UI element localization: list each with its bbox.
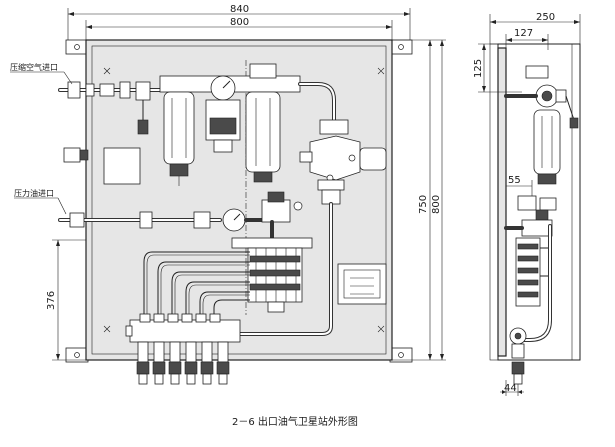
- dim-side-bottom-offset: 44: [504, 383, 517, 394]
- side-view: 250 127 125 55: [473, 12, 581, 396]
- air-inlet-label: 压缩空气进口: [10, 62, 58, 72]
- oil-inlet-label: 压力油进口: [14, 188, 54, 198]
- dim-front-height-outer: 800: [431, 195, 442, 214]
- dim-front-inner-width: 800: [230, 17, 249, 28]
- dim-side-inner-width: 127: [514, 28, 533, 39]
- front-view: 840 800: [46, 4, 446, 385]
- figure-caption: 2－6 出口油气卫星站外形图: [232, 415, 358, 428]
- dim-side-width: 250: [536, 12, 555, 23]
- dim-side-top-offset: 125: [473, 59, 484, 78]
- dim-side-mid-offset: 55: [508, 175, 521, 186]
- dim-front-lower-offset: 376: [46, 291, 57, 310]
- dim-front-height-inner: 750: [418, 195, 429, 214]
- dim-front-outer-width: 840: [230, 4, 249, 15]
